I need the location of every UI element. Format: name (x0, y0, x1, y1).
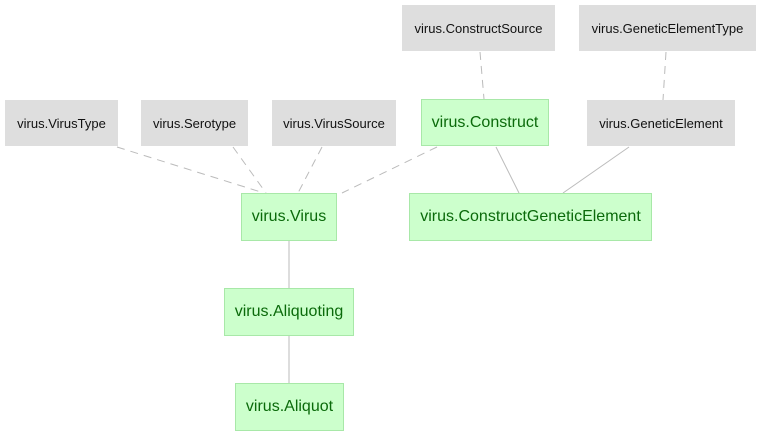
edge-serotype-virus (232, 146, 267, 194)
node-virus[interactable]: virus.Virus (241, 193, 337, 241)
node-genetic-element-type[interactable]: virus.GeneticElementType (579, 5, 756, 51)
node-serotype[interactable]: virus.Serotype (141, 100, 248, 146)
node-construct[interactable]: virus.Construct (421, 99, 549, 146)
edge-geneticelementtype-geneticelement (662, 51, 667, 101)
node-virus-source[interactable]: virus.VirusSource (272, 100, 396, 146)
edge-construct-virus (341, 146, 438, 194)
node-aliquoting[interactable]: virus.Aliquoting (224, 288, 354, 336)
node-construct-genetic-element[interactable]: virus.ConstructGeneticElement (409, 193, 652, 241)
edge-virustype-virus (116, 146, 265, 194)
node-genetic-element[interactable]: virus.GeneticElement (587, 100, 735, 146)
edge-constructsource-construct (479, 51, 485, 100)
node-construct-source[interactable]: virus.ConstructSource (402, 5, 555, 51)
edge-virussource-virus (297, 146, 323, 194)
node-virus-type[interactable]: virus.VirusType (5, 100, 118, 146)
node-aliquot[interactable]: virus.Aliquot (235, 383, 344, 431)
edge-construct-constructgeneticelement (495, 146, 520, 194)
edge-geneticelement-constructgeneticelement (562, 146, 630, 194)
